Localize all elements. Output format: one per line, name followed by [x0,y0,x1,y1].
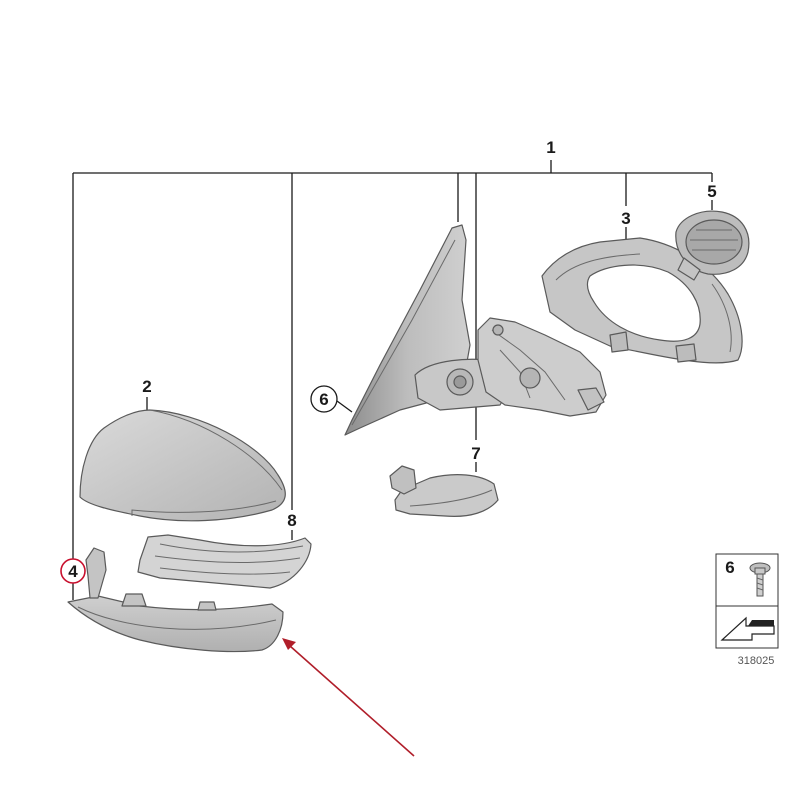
lower-cover [389,465,499,517]
callout-6-circle [310,385,338,413]
callout-6: 6 [319,390,328,409]
mirror-cap [79,409,286,522]
callout-4: 4 [68,562,78,581]
lower-trim [67,547,284,653]
highlight-circle [60,558,86,584]
callout-1: 1 [546,138,555,157]
screw-icon [749,562,771,597]
legend-screw-number: 6 [725,558,734,577]
red-arrow [282,638,415,757]
callout-2: 2 [142,377,151,396]
callout-5: 5 [707,182,716,201]
diagram-number: 318025 [738,655,775,667]
mirror-motor [675,210,750,281]
direction-arrow-icon [720,616,775,641]
adjuster-bracket [477,317,607,417]
leader-lines [72,160,713,600]
callout-3: 3 [621,209,630,228]
callout-7: 7 [471,444,480,463]
callout-8: 8 [287,511,296,530]
turn-signal-lens [137,534,312,589]
legend-box: 6 318025 [715,553,779,667]
callout-labels: 1 2 3 5 7 8 6 4 [60,138,717,584]
